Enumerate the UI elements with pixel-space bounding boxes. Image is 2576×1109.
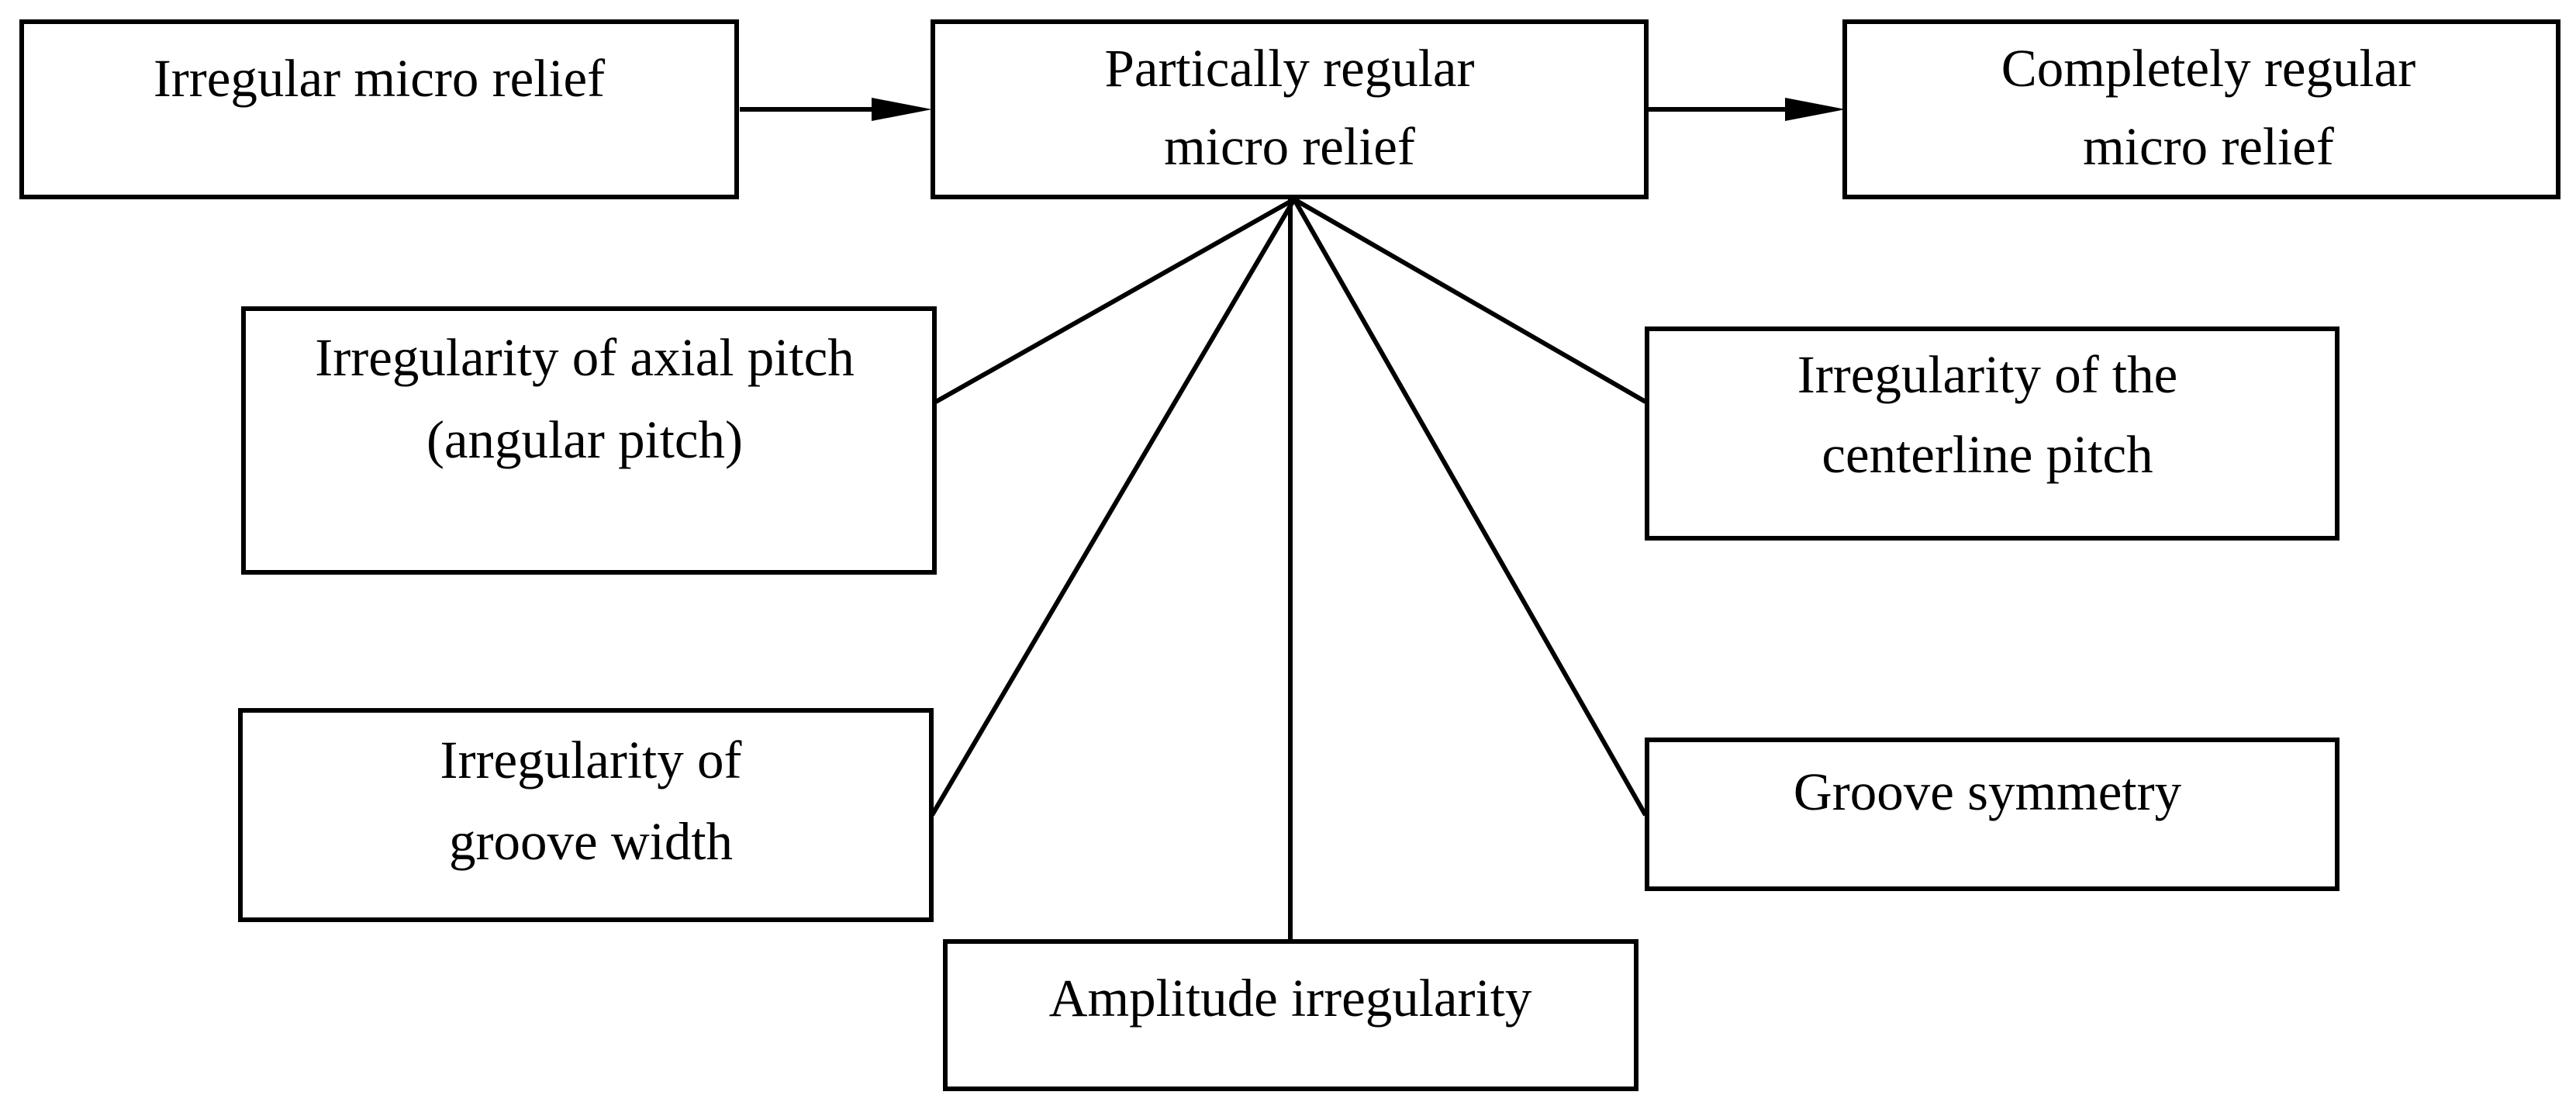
- box-axial-pitch-line2: (angular pitch): [426, 410, 743, 469]
- box-partially-regular-micro-relief: Partically regular micro relief: [931, 19, 1649, 199]
- box-centerline-pitch-line2: centerline pitch: [1822, 425, 2153, 484]
- link-partial-groove-width: [930, 198, 1297, 817]
- box-groove-width-line2: groove width: [449, 812, 733, 871]
- box-groove-symmetry-label: Groove symmetry: [1794, 762, 2182, 821]
- box-partial-label-line2: micro relief: [1164, 117, 1415, 176]
- box-irregular-micro-relief: Irregular micro relief: [19, 19, 739, 199]
- link-partial-centerline-pitch: [1293, 197, 1647, 404]
- box-groove-symmetry: Groove symmetry: [1645, 738, 2339, 891]
- box-irregularity-axial-pitch: Irregularity of axial pitch (angular pit…: [241, 306, 937, 575]
- box-irregularity-centerline-pitch: Irregularity of the centerline pitch: [1645, 326, 2339, 541]
- box-completely-regular-micro-relief: Completely regular micro relief: [1842, 19, 2560, 199]
- box-partial-label-line1: Partically regular: [1104, 39, 1474, 98]
- link-partial-axial-pitch: [934, 197, 1296, 404]
- link-partial-groove-symmetry: [1292, 198, 1648, 817]
- box-axial-pitch-line1: Irregularity of axial pitch: [315, 328, 854, 387]
- arrowhead-irregular-to-partial: [872, 98, 932, 121]
- box-amplitude-label: Amplitude irregularity: [1049, 969, 1532, 1028]
- box-amplitude-irregularity: Amplitude irregularity: [943, 939, 1638, 1091]
- arrowhead-partial-to-complete: [1785, 98, 1846, 121]
- box-irregularity-groove-width: Irregularity of groove width: [238, 708, 934, 922]
- box-groove-width-line1: Irregularity of: [440, 731, 742, 789]
- box-centerline-pitch-line1: Irregularity of the: [1797, 345, 2177, 404]
- connectors: [740, 98, 1846, 941]
- box-complete-label-line2: micro relief: [2083, 117, 2334, 176]
- box-irregular-label: Irregular micro relief: [154, 49, 605, 108]
- box-complete-label-line1: Completely regular: [2001, 39, 2416, 98]
